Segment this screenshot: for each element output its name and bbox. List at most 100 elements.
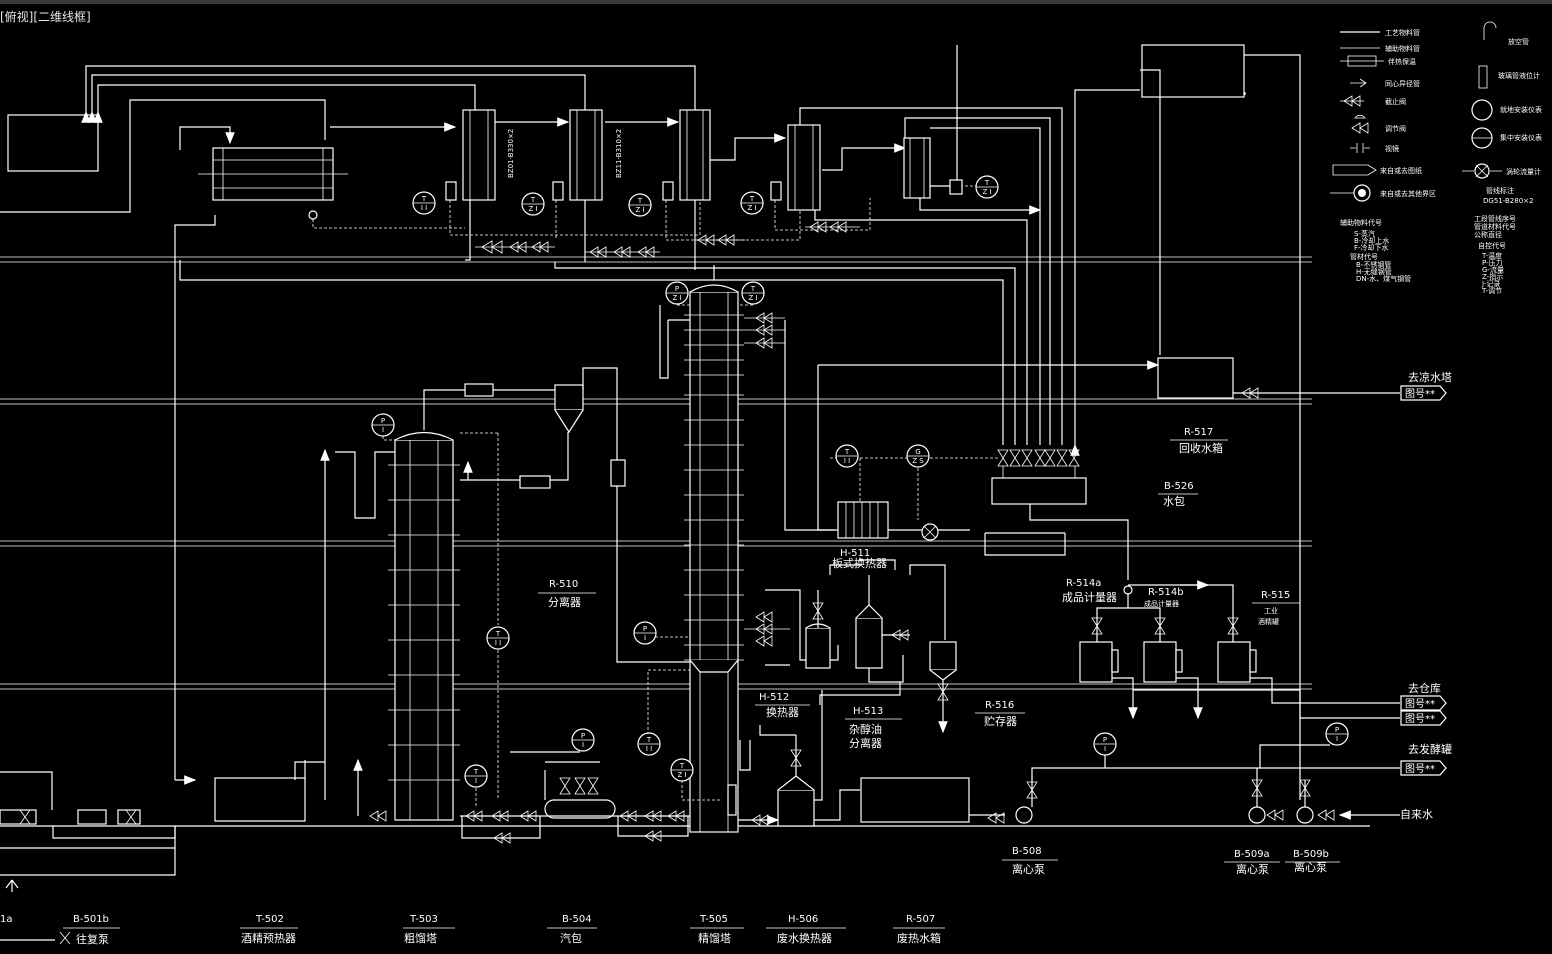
- svg-text:伴热保温: 伴热保温: [1388, 57, 1416, 66]
- exchanger-label-1: BZ01-B330×2: [507, 129, 515, 178]
- h513-name-2: 分离器: [849, 736, 882, 750]
- instrument-17: PI: [1093, 732, 1117, 756]
- svg-text:Z S: Z S: [912, 457, 924, 465]
- t503-crude-column-shape: [320, 383, 569, 821]
- r516-storage-shape: [929, 641, 957, 734]
- svg-text:I I: I I: [421, 204, 427, 212]
- t502-tag: T-502: [255, 914, 284, 925]
- svg-text:T: T: [750, 285, 756, 293]
- svg-text:调节阀: 调节阀: [1385, 124, 1406, 133]
- r514b-name: 成品计量器: [1144, 599, 1179, 608]
- legend: 工艺物料管 辅助物料管 伴热保温 同心异径管 截止阀 调节阀 视镜 来自或去图纸…: [1330, 21, 1542, 295]
- svg-text:I I: I I: [495, 639, 501, 647]
- r526-tag: B-526: [1164, 481, 1194, 492]
- svg-text:T: T: [749, 195, 755, 203]
- svg-text:J-记录: J-记录: [1481, 280, 1500, 288]
- instrument-bubbles: TI I TZ I TZ I TZ I TZ I PZ I TZ I PI TI…: [371, 175, 1349, 788]
- svg-text:辅助物料代号: 辅助物料代号: [1340, 218, 1382, 227]
- instrument-16: TZ I: [670, 758, 694, 782]
- instrument-3: TZ I: [628, 193, 652, 217]
- r516-tag: R-516: [985, 700, 1014, 711]
- b501a-tag: 1a: [0, 914, 13, 925]
- svg-text:Z I: Z I: [982, 188, 991, 196]
- svg-text:T: T: [530, 196, 536, 204]
- svg-text:视镜: 视镜: [1385, 144, 1399, 153]
- utility-lines: [0, 256, 1370, 827]
- t503-tag: T-503: [409, 914, 438, 925]
- h511-tag: H-511: [840, 548, 870, 559]
- svg-text:T: T: [984, 179, 990, 187]
- condensers-top: [445, 45, 1140, 456]
- h512-tag: H-512: [759, 692, 789, 703]
- t502-preheater-shape: [198, 147, 465, 229]
- svg-text:集中安装仪表: 集中安装仪表: [1500, 133, 1542, 142]
- top-window-bar: [0, 0, 1552, 4]
- upper-left-piping: [0, 65, 1004, 785]
- svg-text:就地安装仪表: 就地安装仪表: [1500, 105, 1542, 114]
- instrument-7: TZ I: [741, 281, 765, 305]
- b508-name: 离心泵: [1012, 862, 1045, 876]
- svg-text:I: I: [475, 777, 477, 785]
- t505-name: 精馏塔: [698, 931, 731, 945]
- dest-warehouse-label: 去仓库: [1408, 681, 1441, 695]
- h506-name: 废水换热器: [777, 931, 832, 945]
- svg-text:Z-指示: Z-指示: [1482, 272, 1503, 281]
- b509a-name: 离心泵: [1236, 862, 1269, 876]
- svg-text:管线标注: 管线标注: [1486, 186, 1514, 195]
- svg-text:I: I: [382, 426, 384, 434]
- svg-text:Z I: Z I: [747, 204, 756, 212]
- svg-text:T: T: [844, 448, 850, 456]
- r517-tag: R-517: [1184, 427, 1213, 438]
- svg-text:I: I: [582, 741, 584, 749]
- svg-text:H-无缝钢管: H-无缝钢管: [1356, 267, 1392, 276]
- svg-text:T: T: [637, 197, 643, 205]
- svg-text:I: I: [1336, 735, 1338, 743]
- svg-text:I I: I I: [844, 457, 850, 465]
- dest-warehouse-ref-2: 图号**: [1405, 713, 1435, 725]
- svg-text:涡轮流量计: 涡轮流量计: [1506, 167, 1541, 176]
- valve-groups: [475, 221, 860, 258]
- svg-text:P: P: [1335, 726, 1339, 734]
- b501b-name: 往复泵: [76, 932, 109, 946]
- r507-name: 废热水箱: [897, 931, 941, 945]
- svg-text:自控代号: 自控代号: [1478, 241, 1506, 250]
- svg-text:来自或去其他界区: 来自或去其他界区: [1380, 189, 1436, 198]
- svg-text:玻璃管液位计: 玻璃管液位计: [1498, 71, 1540, 80]
- b504-name: 汽包: [560, 931, 582, 945]
- h513-tag: H-513: [853, 706, 883, 717]
- instrument-9: TI I: [835, 444, 859, 468]
- r516-name: 贮存器: [984, 714, 1017, 728]
- instrument-18: PI: [1325, 722, 1349, 746]
- svg-text:B-不锈钢管: B-不锈钢管: [1356, 260, 1391, 269]
- feed-tank-box: [7, 114, 99, 172]
- product-meters-shape: [1079, 580, 1400, 720]
- svg-text:P: P: [1103, 736, 1107, 744]
- top-right-line: [1244, 54, 1301, 800]
- r507-tag: R-507: [906, 914, 935, 925]
- svg-text:S-蒸汽: S-蒸汽: [1354, 229, 1375, 238]
- r510-tag: R-510: [549, 579, 578, 590]
- equipment-labels: 1a B-501b 往复泵 T-502 酒精预热器 T-503 粗馏塔 B-50…: [0, 427, 1340, 946]
- svg-text:T: T: [646, 736, 652, 744]
- h513-fusel-separator-shape: [819, 564, 946, 705]
- svg-text:P: P: [381, 417, 385, 425]
- dest-water-tower-label: 去凉水塔: [1408, 370, 1452, 384]
- svg-text:T: T: [679, 762, 685, 770]
- svg-text:来自或去图纸: 来自或去图纸: [1380, 166, 1422, 175]
- instrument-12: PI: [633, 621, 657, 645]
- instrument-leaders: [382, 185, 978, 806]
- svg-text:T-温度: T-温度: [1481, 251, 1502, 260]
- r526-name: 水包: [1163, 495, 1185, 508]
- h512-name: 换热器: [766, 705, 799, 719]
- svg-text:工段管线序号: 工段管线序号: [1474, 214, 1516, 223]
- r515-name-1: 工业: [1264, 606, 1278, 615]
- instrument-14: PI: [571, 728, 595, 752]
- svg-text:B-冷却上水: B-冷却上水: [1354, 236, 1389, 245]
- instrument-1: TI I: [412, 191, 436, 215]
- b509a-tag: B-509a: [1234, 849, 1270, 860]
- svg-text:P-压力: P-压力: [1482, 258, 1503, 267]
- svg-text:I: I: [1104, 745, 1106, 753]
- view-label[interactable]: [俯视][二维线框]: [0, 10, 91, 24]
- r515-name-2: 酒精罐: [1258, 617, 1279, 626]
